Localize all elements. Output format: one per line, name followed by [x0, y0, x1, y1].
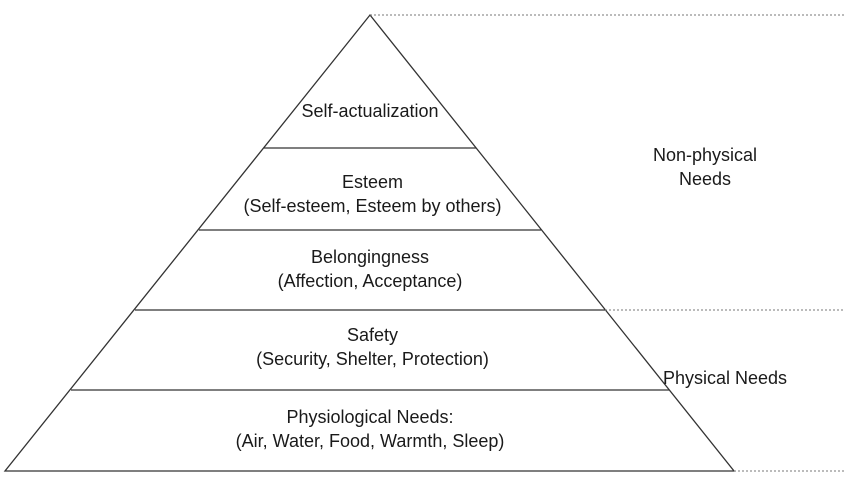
level-name: Belongingness — [310, 247, 430, 267]
level-esteem: Esteem (Self-esteem, Esteem by others) — [200, 170, 545, 218]
level-detail: (Security, Shelter, Protection) — [256, 349, 489, 369]
level-name: Esteem — [341, 172, 404, 192]
level-belongingness: Belongingness (Affection, Acceptance) — [220, 245, 520, 293]
group-label-line: Needs — [678, 169, 732, 189]
group-label-line: Physical Needs — [662, 368, 788, 388]
level-detail: (Air, Water, Food, Warmth, Sleep) — [235, 431, 505, 451]
pyramid-outline — [3, 13, 736, 472]
level-name: Safety — [346, 325, 399, 345]
level-detail: (Self-esteem, Esteem by others) — [243, 196, 502, 216]
group-label-line: Non-physical — [652, 145, 758, 165]
level-detail: (Affection, Acceptance) — [277, 271, 463, 291]
level-safety: Safety (Security, Shelter, Protection) — [200, 323, 545, 371]
group-label-non-physical: Non-physical Needs — [630, 143, 780, 191]
level-name: Physiological Needs: — [286, 407, 454, 427]
level-self-actualization: Self-actualization — [260, 99, 480, 123]
level-name: Self-actualization — [301, 101, 439, 121]
level-physiological: Physiological Needs: (Air, Water, Food, … — [170, 405, 570, 453]
group-label-physical: Physical Needs — [660, 366, 790, 390]
